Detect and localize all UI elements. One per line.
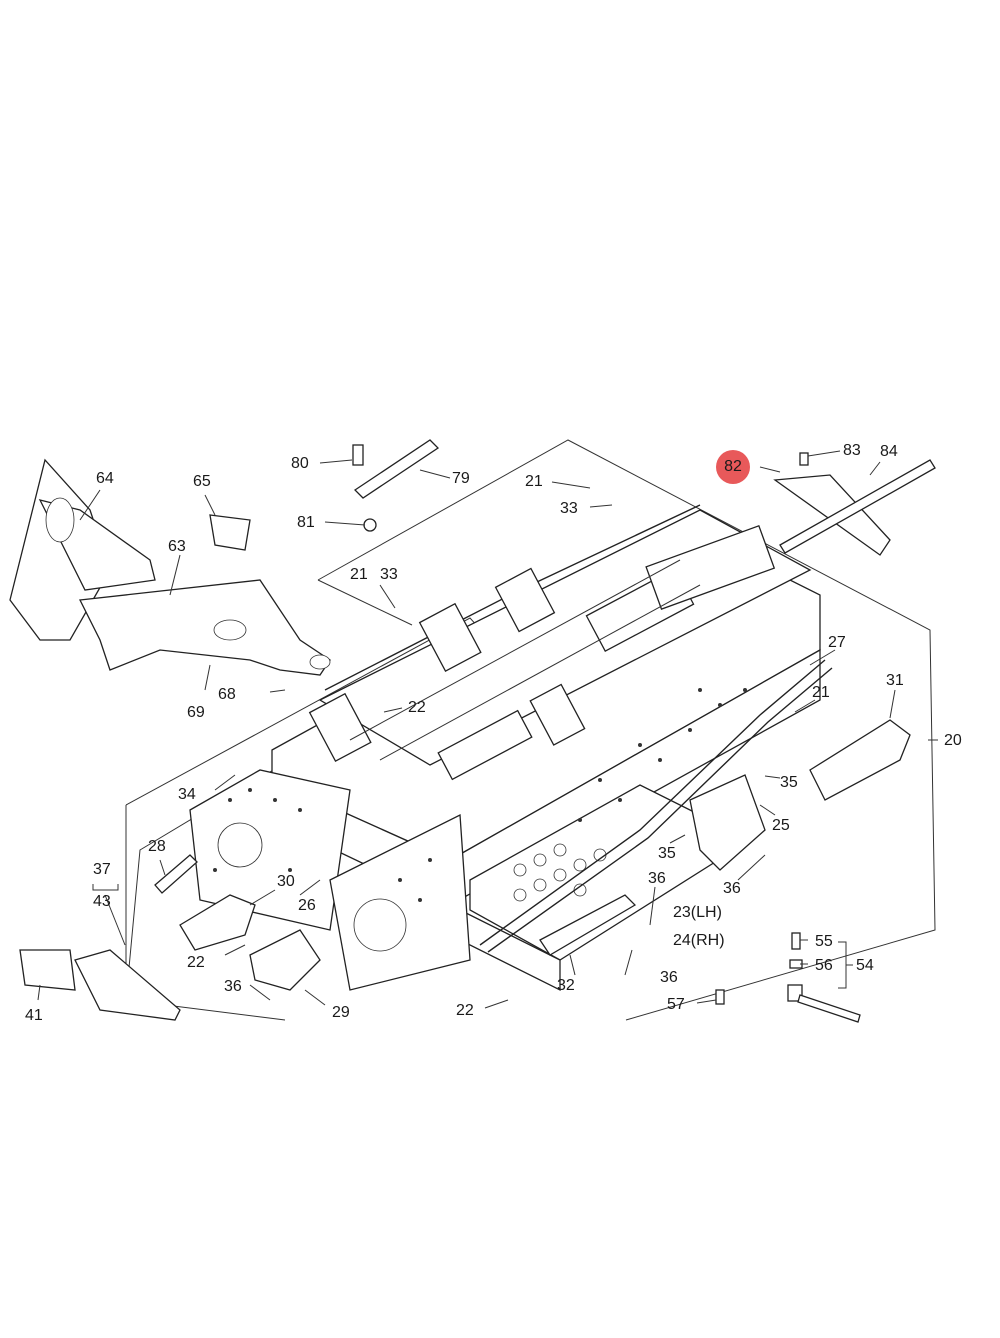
callout-35-mid: 35 [658, 845, 676, 862]
part-37-43 [74, 949, 181, 1021]
callout-24-rh: 24(RH) [673, 932, 725, 949]
sub-assembly-64 [9, 458, 156, 641]
callout-34: 34 [178, 786, 196, 803]
callout-36-mid: 36 [648, 870, 666, 887]
callout-30: 30 [277, 873, 295, 890]
callout-22-top: 22 [408, 699, 426, 716]
callout-68: 68 [218, 686, 236, 703]
callout-21-top: 21 [525, 473, 543, 490]
callout-22-bottom: 22 [456, 1002, 474, 1019]
callout-23-lh: 23(LH) [673, 904, 722, 921]
plate-79 [353, 439, 440, 499]
callout-36-left: 36 [224, 978, 242, 995]
callout-22-left: 22 [187, 954, 205, 971]
callout-36-right: 36 [723, 880, 741, 897]
bracket-28 [154, 854, 198, 894]
callout-35-right: 35 [780, 774, 798, 791]
bracket-31 [809, 719, 911, 801]
screw-83 [799, 452, 809, 466]
callout-33-top: 33 [560, 500, 578, 517]
callout-83: 83 [843, 442, 861, 459]
bracket-65 [209, 514, 251, 551]
callout-37: 37 [93, 861, 111, 878]
callout-63: 63 [168, 538, 186, 555]
callout-32: 32 [557, 977, 575, 994]
bar-84 [779, 459, 936, 554]
callout-82: 82 [724, 458, 742, 475]
callout-25: 25 [772, 817, 790, 834]
callout-28: 28 [148, 838, 166, 855]
bolt-80 [352, 444, 364, 466]
bracket-32 [539, 894, 637, 956]
callout-41: 41 [25, 1007, 43, 1024]
callout-79: 79 [452, 470, 470, 487]
callout-55: 55 [815, 933, 833, 950]
parts-54-57 [715, 932, 861, 1023]
plate-30 [179, 894, 256, 951]
callout-21-right: 21 [812, 684, 830, 701]
callout-54: 54 [856, 957, 874, 974]
callout-65: 65 [193, 473, 211, 490]
callout-43: 43 [93, 893, 111, 910]
leader-lines [37, 450, 938, 1009]
callout-29: 29 [332, 1004, 350, 1021]
nut-81 [363, 518, 377, 532]
callout-82-highlight[interactable]: 82 [716, 450, 750, 484]
callout-36-lower: 36 [660, 969, 678, 986]
callout-80: 80 [291, 455, 309, 472]
rail-27 [479, 659, 826, 946]
main-frame [189, 504, 821, 992]
callout-33-mid: 33 [380, 566, 398, 583]
callout-69: 69 [187, 704, 205, 721]
callout-84: 84 [880, 443, 898, 460]
callout-57: 57 [667, 996, 685, 1013]
callout-27: 27 [828, 634, 846, 651]
callout-64: 64 [96, 470, 114, 487]
bracket-23-24 [689, 774, 766, 871]
sub-assembly-63 [79, 579, 331, 676]
assembly-boundary [317, 439, 936, 1021]
part-41 [19, 949, 76, 991]
plate-29 [249, 929, 321, 991]
callout-56: 56 [815, 957, 833, 974]
callout-26: 26 [298, 897, 316, 914]
callout-21-mid: 21 [350, 566, 368, 583]
callout-81: 81 [297, 514, 315, 531]
callout-31: 31 [886, 672, 904, 689]
callout-20: 20 [944, 732, 962, 749]
